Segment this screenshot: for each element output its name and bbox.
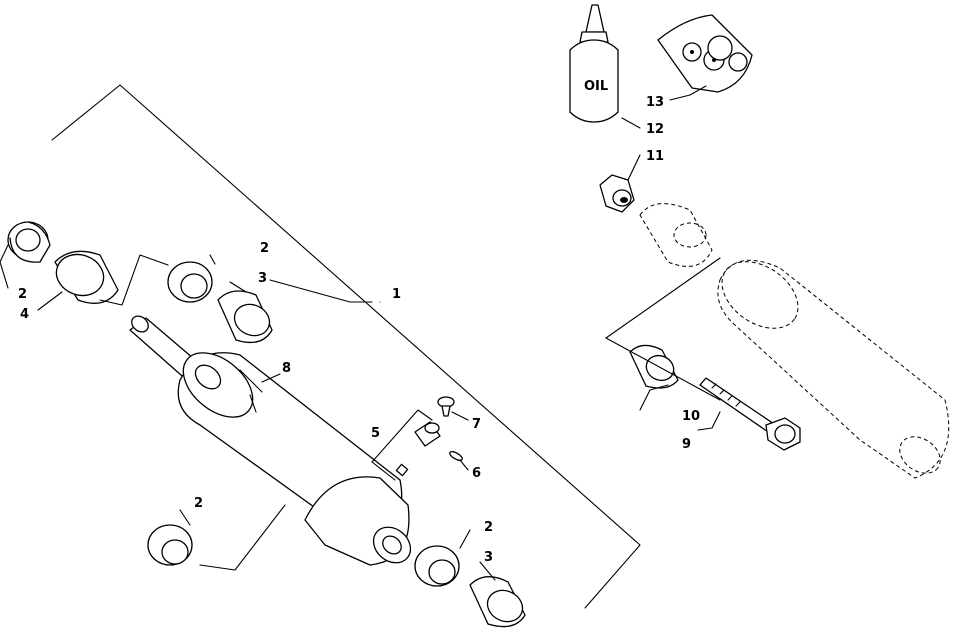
shock-absorber-body	[129, 315, 412, 566]
callout-7: 7	[472, 417, 481, 432]
bushing-2-top-left	[7, 221, 51, 263]
bushing-2-bottom-left	[147, 524, 193, 566]
valve-assembly-5	[371, 409, 441, 481]
callout-3-bottom: 3	[484, 550, 493, 565]
seal-kit-13	[657, 14, 753, 93]
callout-4: 4	[20, 307, 29, 322]
callout-6: 6	[472, 466, 481, 481]
nut-11	[599, 174, 635, 213]
assembly-bracket	[51, 84, 641, 609]
sleeve-4	[54, 250, 119, 304]
callout-2-top-middle: 2	[260, 241, 269, 256]
callout-8: 8	[282, 361, 291, 376]
bolt-9	[699, 377, 801, 451]
screw-7	[437, 396, 455, 417]
bushing-2-top-middle	[167, 261, 213, 303]
sleeve-10	[629, 344, 679, 389]
callout-9: 9	[682, 437, 691, 452]
callout-labels: 1 2 2 2 2 3 3 4 5 6 7 8 9 10 11 12 13	[18, 95, 700, 565]
oil-bottle-label: OIL	[584, 79, 608, 94]
bracket-bolt-leaders	[605, 257, 721, 401]
callout-2-bottom-right: 2	[484, 520, 493, 535]
callout-1: 1	[392, 287, 401, 302]
callout-2-top-left: 2	[18, 287, 27, 302]
callout-11: 11	[646, 149, 664, 164]
callout-12: 12	[646, 122, 664, 137]
sleeve-3-top	[217, 290, 273, 344]
sleeve-3-bottom	[469, 576, 526, 628]
shock-ghost-right	[639, 203, 950, 479]
leader-lines	[0, 85, 721, 581]
oil-bottle-12: OIL	[569, 4, 619, 123]
o-ring-6	[449, 450, 463, 462]
callout-3-top: 3	[258, 271, 267, 286]
callout-13: 13	[646, 95, 664, 110]
bushing-2-bottom-right	[414, 545, 460, 587]
callout-5: 5	[371, 426, 380, 441]
callout-10: 10	[682, 409, 700, 424]
callout-2-bottom-left: 2	[194, 496, 203, 511]
